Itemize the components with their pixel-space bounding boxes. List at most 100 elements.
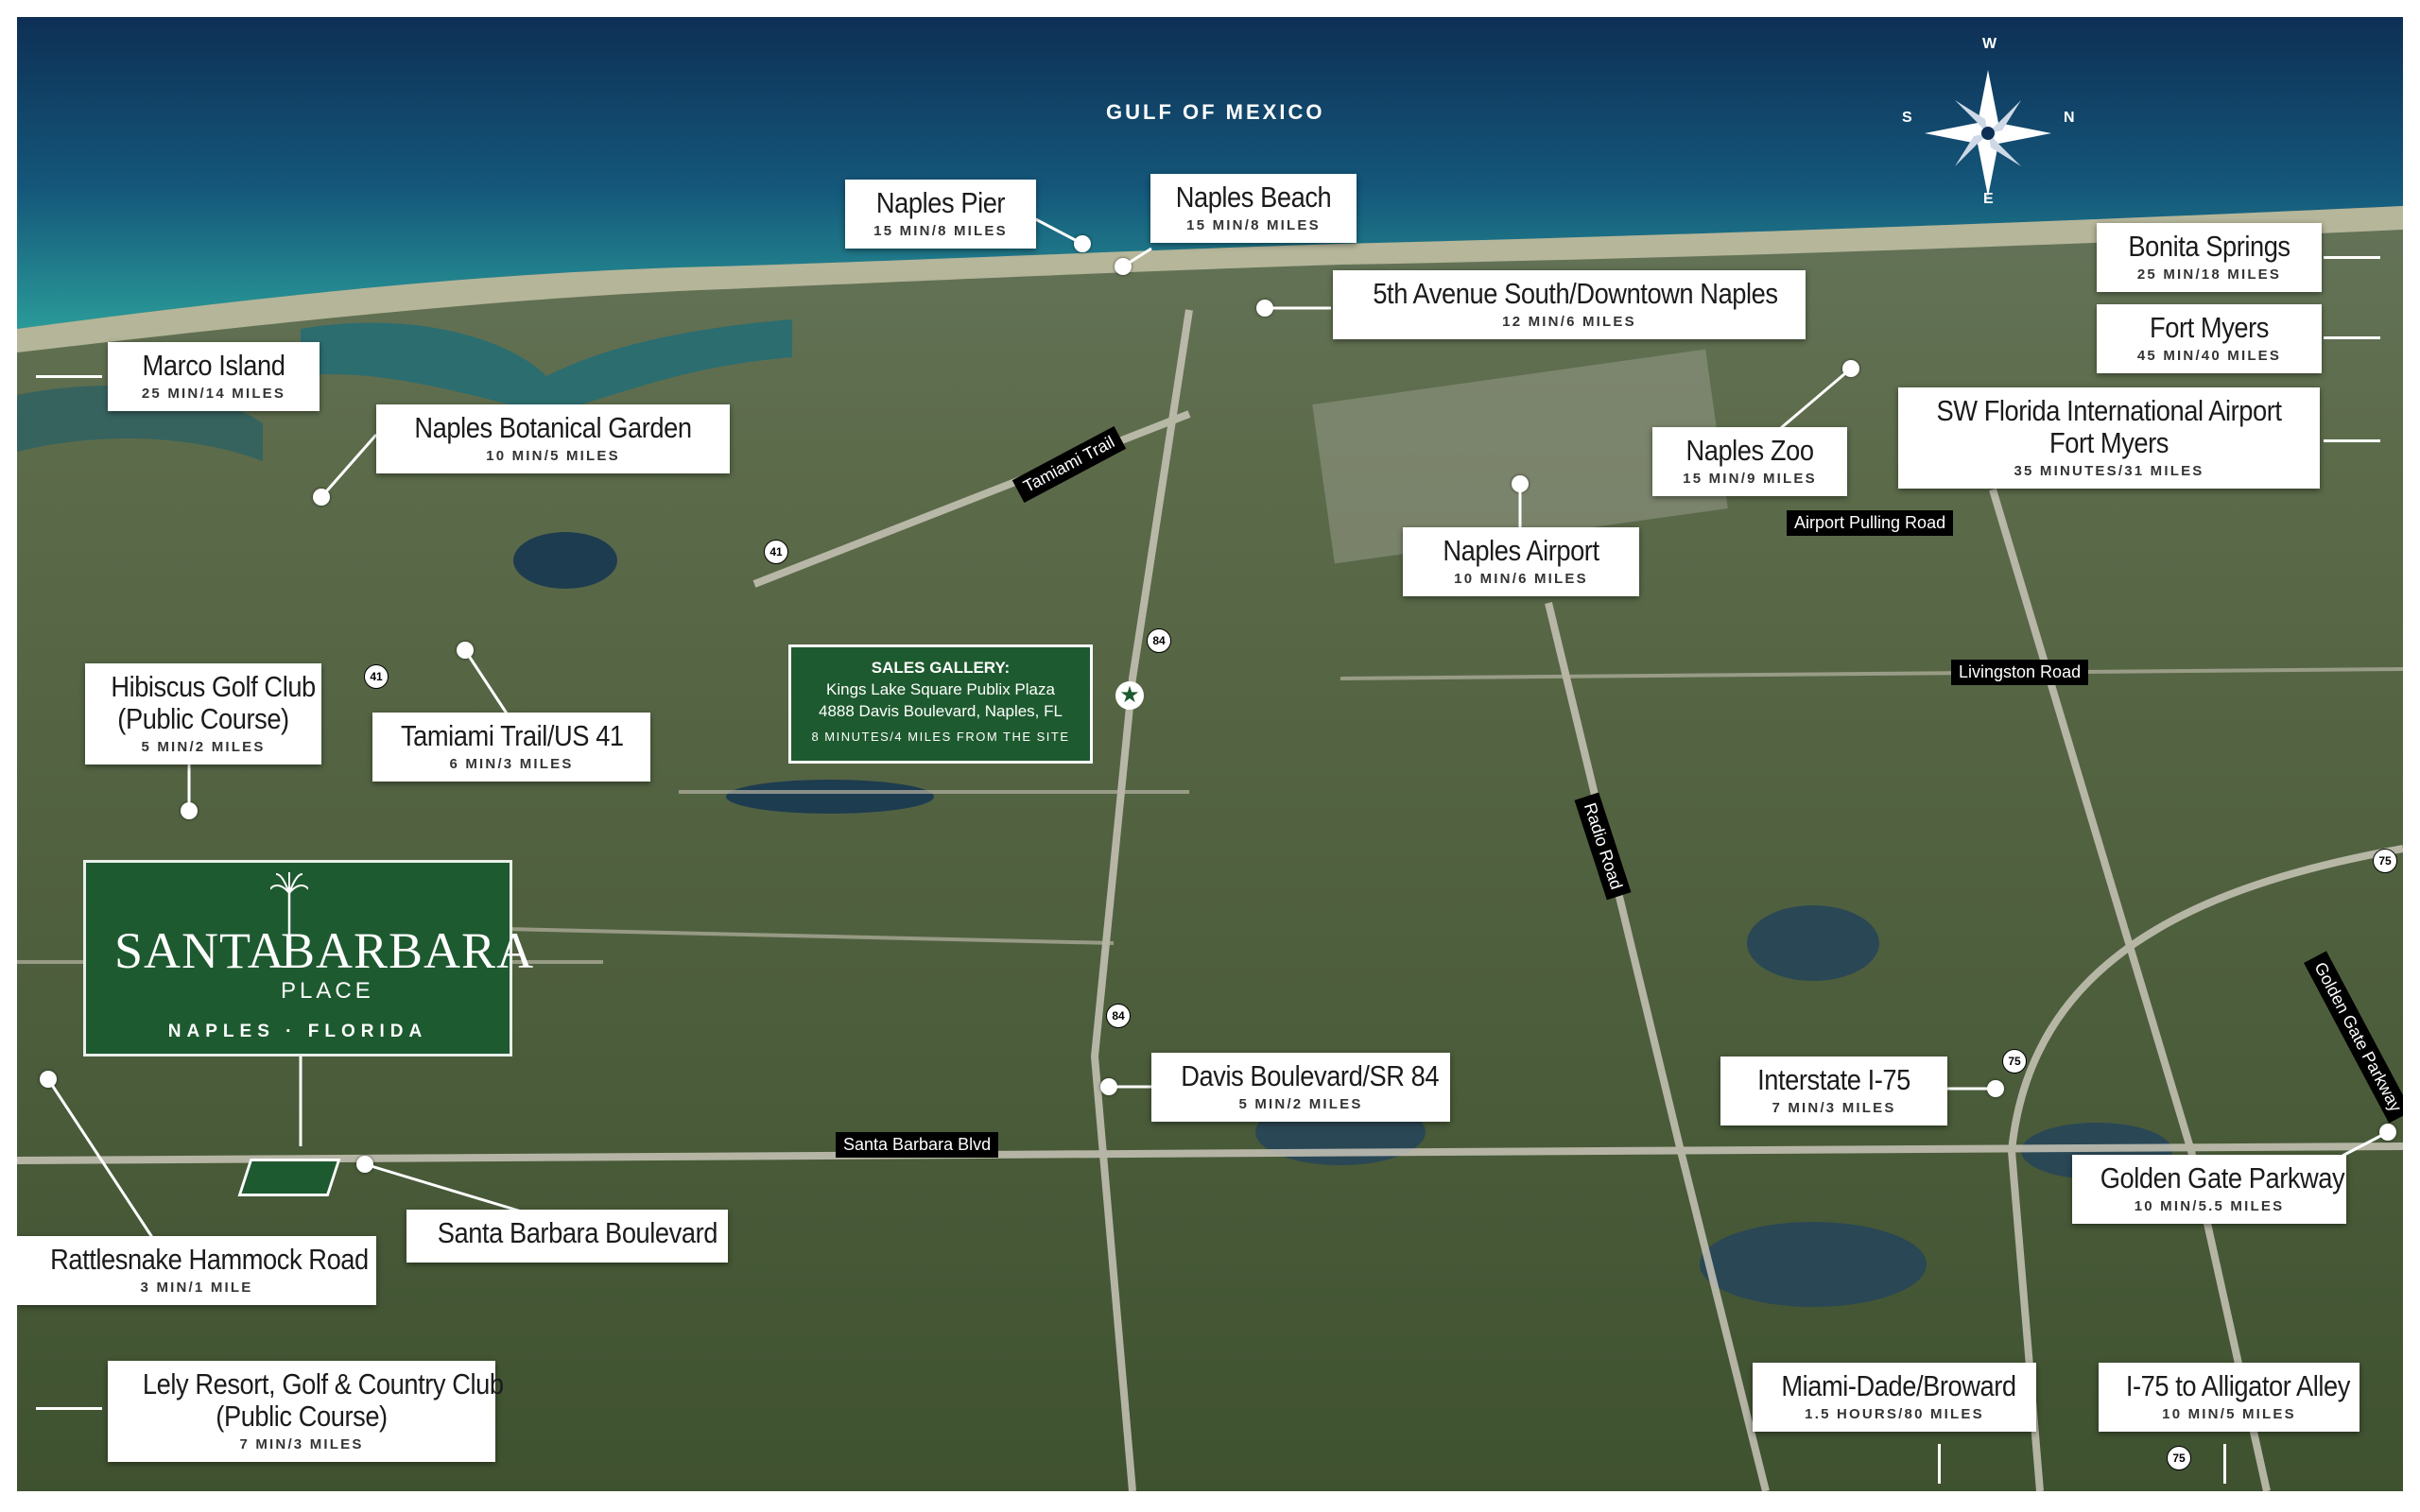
marker-santa-barbara[interactable] — [356, 1156, 373, 1173]
label-sub: 15 MIN/8 MILES — [1186, 217, 1321, 233]
palm-tree-icon — [270, 872, 308, 938]
label-naples-beach: Naples Beach 15 MIN/8 MILES — [1150, 174, 1357, 243]
label-title: Hibiscus Golf Club — [111, 670, 316, 703]
label-title: Rattlesnake Hammock Road — [50, 1243, 369, 1276]
us41-shield-icon: 41 — [364, 664, 389, 689]
brand-barbara: BARBARA — [281, 922, 535, 979]
label-title: Naples Beach — [1175, 180, 1332, 214]
label-title: Tamiami Trail/US 41 — [400, 719, 624, 752]
label-sub: 25 MIN/18 MILES — [2136, 266, 2282, 283]
label-marco-island: Marco Island 25 MIN/14 MILES — [108, 342, 320, 411]
label-title: Marco Island — [142, 349, 285, 382]
sales-gallery-box[interactable]: SALES GALLERY: Kings Lake Square Publix … — [788, 644, 1093, 764]
marker-downtown[interactable] — [1256, 300, 1273, 317]
label-santa-barbara-blvd: Santa Barbara Boulevard — [406, 1210, 728, 1263]
label-sub: 25 MIN/14 MILES — [141, 386, 286, 402]
label-sub: 1.5 HOURS/80 MILES — [1805, 1406, 1984, 1422]
label-sub: 5 MIN/2 MILES — [1238, 1096, 1363, 1112]
gulf-of-mexico-label: GULF OF MEXICO — [1106, 100, 1325, 124]
label-sub: 10 MIN/5 MILES — [2162, 1406, 2296, 1422]
santa-barbara-place-logo: SANTA BARBARA PLACE NAPLES · FLORIDA — [83, 860, 533, 1057]
label-botanical-garden: Naples Botanical Garden 10 MIN/5 MILES — [376, 404, 730, 473]
label-sub: 3 MIN/1 MILE — [140, 1280, 253, 1296]
marker-i75[interactable] — [1987, 1080, 2004, 1097]
sales-gallery-star-icon[interactable]: ★ — [1115, 681, 1144, 710]
label-sub: 10 MIN/6 MILES — [1454, 571, 1588, 587]
brand-location: NAPLES · FLORIDA — [167, 1022, 428, 1041]
compass-icon — [1925, 70, 2051, 197]
marker-rattlesnake[interactable] — [40, 1071, 57, 1088]
brand-place: PLACE — [281, 978, 374, 1004]
label-title-2: (Public Course) — [216, 1400, 388, 1433]
label-sub: 7 MIN/3 MILES — [1772, 1100, 1896, 1116]
marker-naples-airport[interactable] — [1512, 475, 1529, 492]
label-title: I-75 to Alligator Alley — [2125, 1369, 2351, 1402]
marker-naples-zoo[interactable] — [1842, 360, 1859, 377]
label-sub: 10 MIN/5 MILES — [486, 448, 620, 464]
road-label-livingston: Livingston Road — [1951, 660, 2089, 685]
arrow-marco — [36, 375, 102, 378]
label-davis-blvd: Davis Boulevard/SR 84 5 MIN/2 MILES — [1151, 1053, 1450, 1122]
sales-line2: 4888 Davis Boulevard, Naples, FL — [819, 702, 1063, 720]
label-hibiscus-golf: Hibiscus Golf Club(Public Course) 5 MIN/2… — [85, 663, 321, 765]
sales-title: SALES GALLERY: — [871, 659, 1011, 677]
label-miami-dade: Miami-Dade/Broward 1.5 HOURS/80 MILES — [1753, 1363, 2036, 1432]
label-title: Miami-Dade/Broward — [1781, 1369, 2016, 1402]
marker-botanical-garden[interactable] — [313, 489, 330, 506]
sr84-shield-icon: 84 — [1106, 1004, 1131, 1028]
aerial-map: GULF OF MEXICO W N E S Tamiami Trail Air… — [17, 17, 2403, 1491]
label-naples-airport: Naples Airport 10 MIN/6 MILES — [1403, 527, 1639, 596]
arrow-down-alligator — [2223, 1444, 2226, 1484]
label-title-2: (Public Course) — [117, 702, 289, 735]
label-sub: 7 MIN/3 MILES — [239, 1436, 364, 1452]
label-naples-pier: Naples Pier 15 MIN/8 MILES — [845, 180, 1036, 249]
property-parcel[interactable] — [237, 1159, 341, 1196]
road-label-airport-pulling: Airport Pulling Road — [1787, 510, 1954, 536]
marker-naples-pier[interactable] — [1074, 235, 1091, 252]
i75-shield-icon: 75 — [2002, 1049, 2027, 1074]
compass-e: E — [1983, 191, 1994, 207]
arrow-fort-myers — [2324, 336, 2380, 339]
label-title: Naples Pier — [875, 186, 1006, 219]
label-title: Lely Resort, Golf & Country Club — [142, 1367, 504, 1400]
arrow-lely — [36, 1407, 102, 1410]
label-sub: 35 MINUTES/31 MILES — [2014, 463, 2204, 479]
marker-tamiami[interactable] — [457, 642, 474, 659]
label-interstate-i75: Interstate I-75 7 MIN/3 MILES — [1720, 1057, 1947, 1125]
label-lely-resort: Lely Resort, Golf & Country Club(Public … — [108, 1361, 504, 1462]
sales-line3: 8 MINUTES/4 MILES FROM THE SITE — [811, 730, 1070, 744]
marker-golden-gate[interactable] — [2379, 1124, 2396, 1141]
label-title: Davis Boulevard/SR 84 — [1181, 1059, 1440, 1092]
brand-santa: SANTA — [114, 922, 285, 979]
label-naples-zoo: Naples Zoo 15 MIN/9 MILES — [1652, 427, 1847, 496]
label-sub: 6 MIN/3 MILES — [449, 756, 574, 772]
us41-shield-icon: 41 — [764, 540, 788, 564]
label-fort-myers: Fort Myers 45 MIN/40 MILES — [2097, 304, 2322, 373]
label-title: Interstate I-75 — [1757, 1063, 1910, 1096]
compass-rose — [1917, 62, 2059, 204]
label-title: Naples Airport — [1443, 534, 1599, 567]
compass-n: N — [2064, 110, 2075, 126]
label-title: Naples Zoo — [1685, 434, 1814, 467]
marker-davis[interactable] — [1100, 1078, 1117, 1095]
label-title: Fort Myers — [2150, 311, 2269, 344]
i75-shield-icon: 75 — [2373, 849, 2397, 873]
sr84-shield-icon: 84 — [1147, 628, 1171, 653]
label-sub: 45 MIN/40 MILES — [2136, 348, 2282, 364]
marker-naples-beach[interactable] — [1115, 258, 1132, 275]
label-sub: 15 MIN/9 MILES — [1683, 471, 1817, 487]
label-sub: 5 MIN/2 MILES — [141, 739, 266, 755]
label-title: Naples Botanical Garden — [414, 411, 692, 444]
label-title: Santa Barbara Boulevard — [437, 1216, 718, 1249]
label-alligator-alley: I-75 to Alligator Alley 10 MIN/5 MILES — [2099, 1363, 2360, 1432]
marker-hibiscus[interactable] — [181, 802, 198, 819]
label-sub: 15 MIN/8 MILES — [873, 223, 1008, 239]
arrow-bonita — [2324, 256, 2380, 259]
compass-w: W — [1982, 36, 1997, 52]
label-sub: 10 MIN/5.5 MILES — [2134, 1198, 2285, 1214]
label-rattlesnake-hammock: Rattlesnake Hammock Road 3 MIN/1 MILE — [17, 1236, 376, 1305]
label-sub: 12 MIN/6 MILES — [1502, 314, 1636, 330]
